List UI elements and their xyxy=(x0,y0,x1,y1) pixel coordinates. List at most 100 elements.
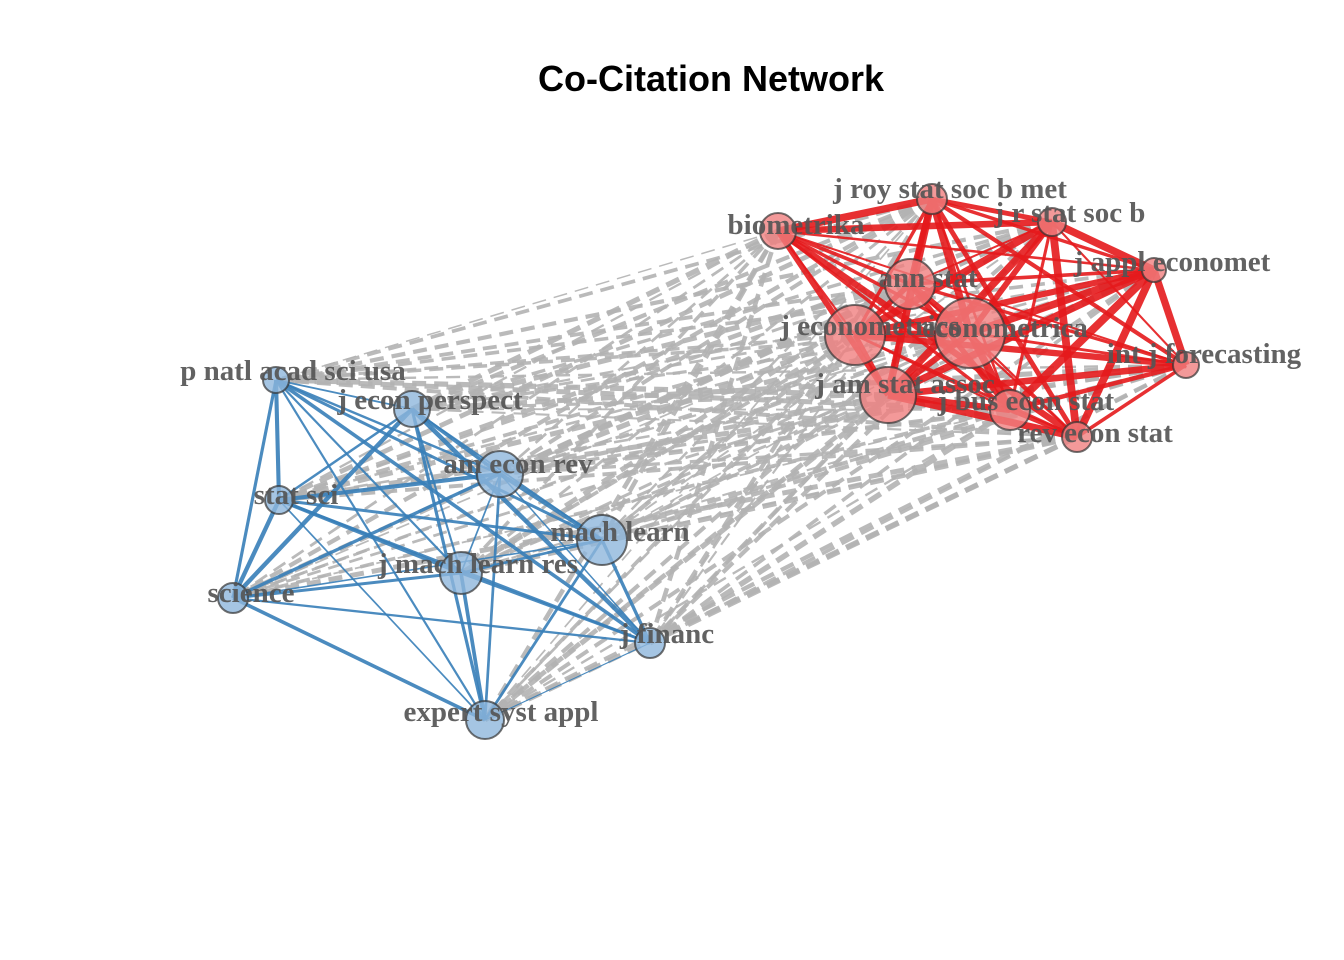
edge-within-cluster xyxy=(483,473,502,721)
edge-between-clusters xyxy=(483,220,1054,722)
node-label: j econ perspect xyxy=(336,384,523,416)
edge-within-cluster xyxy=(854,266,1155,339)
edge-within-cluster xyxy=(1073,268,1158,439)
node-label: p natl acad sci usa xyxy=(180,355,406,387)
edge-between-clusters xyxy=(275,363,1187,382)
node-label: stat sci xyxy=(254,479,339,511)
nodes xyxy=(217,183,1200,740)
node[interactable] xyxy=(934,297,1006,369)
edge-within-cluster xyxy=(887,361,1187,399)
edge-between-clusters xyxy=(601,268,1155,542)
edge-within-cluster xyxy=(1009,362,1187,413)
node[interactable] xyxy=(393,390,431,428)
node-label: int j forecasting xyxy=(1107,338,1302,370)
edge-within-cluster xyxy=(854,331,1187,369)
edge-between-clusters xyxy=(499,229,779,476)
node-label: biometrika xyxy=(728,209,865,241)
edge-within-cluster xyxy=(887,391,1078,441)
edge-within-cluster xyxy=(275,379,462,574)
node[interactable] xyxy=(824,304,886,366)
edge-within-cluster xyxy=(275,379,486,721)
edge-within-cluster xyxy=(232,571,462,600)
edge-within-cluster xyxy=(484,642,651,721)
edge-between-clusters xyxy=(411,393,889,411)
edge-within-cluster xyxy=(410,407,652,645)
edge-between-clusters xyxy=(278,435,1078,502)
node[interactable] xyxy=(264,485,294,515)
node[interactable] xyxy=(989,389,1031,431)
node[interactable] xyxy=(217,582,249,614)
chart-title: Co-Citation Network xyxy=(538,58,884,99)
edge-between-clusters xyxy=(232,434,1078,601)
edge-between-clusters xyxy=(601,393,889,542)
node-label: mach learn xyxy=(550,516,689,548)
edge-within-cluster xyxy=(232,539,603,599)
edge-within-cluster xyxy=(278,407,413,502)
edge-within-cluster xyxy=(231,407,414,600)
edge-between-clusters xyxy=(460,434,1078,576)
node-label: j appl economet xyxy=(1073,246,1271,278)
edge-within-cluster xyxy=(278,471,501,503)
edge-between-clusters xyxy=(275,377,889,398)
edge-within-cluster xyxy=(909,282,1187,367)
edge-within-cluster xyxy=(483,539,604,721)
edge-between-clusters xyxy=(411,197,933,411)
node-label: j mach learn res xyxy=(377,548,578,580)
node[interactable] xyxy=(859,366,917,424)
edge-within-cluster xyxy=(459,572,487,721)
node[interactable] xyxy=(1172,351,1200,379)
edge-between-clusters xyxy=(648,268,1156,645)
edge-between-clusters xyxy=(483,393,890,722)
node-label: j econometrics xyxy=(779,310,960,342)
edge-between-clusters xyxy=(278,229,779,502)
edge-within-cluster xyxy=(1076,363,1187,439)
edge-within-cluster xyxy=(232,596,486,722)
node[interactable] xyxy=(576,514,628,566)
node-label: econometrica xyxy=(922,312,1088,344)
edge-within-cluster xyxy=(499,473,651,644)
edge-between-clusters xyxy=(232,393,889,600)
node[interactable] xyxy=(1061,421,1093,453)
edge-within-cluster xyxy=(1050,218,1156,274)
edge-within-cluster xyxy=(232,596,651,645)
edge-between-clusters xyxy=(278,282,911,502)
node-label: rev econ stat xyxy=(1017,417,1173,449)
node-label: science xyxy=(208,577,295,609)
node[interactable] xyxy=(439,551,483,595)
edge-within-cluster xyxy=(231,499,281,599)
node-label: j am stat assoc xyxy=(814,368,995,400)
node-label: expert syst appl xyxy=(404,696,599,728)
edge-between-clusters xyxy=(460,408,1011,575)
node[interactable] xyxy=(476,450,524,498)
node[interactable] xyxy=(1141,257,1167,283)
edge-between-clusters xyxy=(278,393,889,502)
edge-within-cluster xyxy=(231,379,278,599)
edge-within-cluster xyxy=(1007,267,1157,413)
node-label: j financ xyxy=(619,618,714,650)
edge-within-cluster xyxy=(273,379,282,501)
edge-within-cluster xyxy=(777,195,933,235)
edge-within-cluster xyxy=(1051,221,1187,366)
node[interactable] xyxy=(634,627,666,659)
edge-between-clusters xyxy=(275,378,1078,439)
node[interactable] xyxy=(884,258,936,310)
node[interactable] xyxy=(262,366,290,394)
node-label: ann stat xyxy=(878,262,977,294)
edge-within-cluster xyxy=(1150,268,1190,367)
edge-between-clusters xyxy=(499,407,1011,477)
edge-within-cluster xyxy=(909,268,1155,286)
node-label: j bus econ stat xyxy=(937,385,1115,417)
node[interactable] xyxy=(465,700,505,740)
node[interactable] xyxy=(759,212,797,250)
node[interactable] xyxy=(1037,207,1067,237)
edge-between-clusters xyxy=(275,268,1155,382)
edge-within-cluster xyxy=(909,283,1078,438)
node[interactable] xyxy=(916,183,948,215)
edge-between-clusters xyxy=(232,409,1011,599)
edge-within-cluster xyxy=(275,378,603,542)
edge-within-cluster xyxy=(278,498,603,542)
edge-between-clusters xyxy=(275,333,856,382)
